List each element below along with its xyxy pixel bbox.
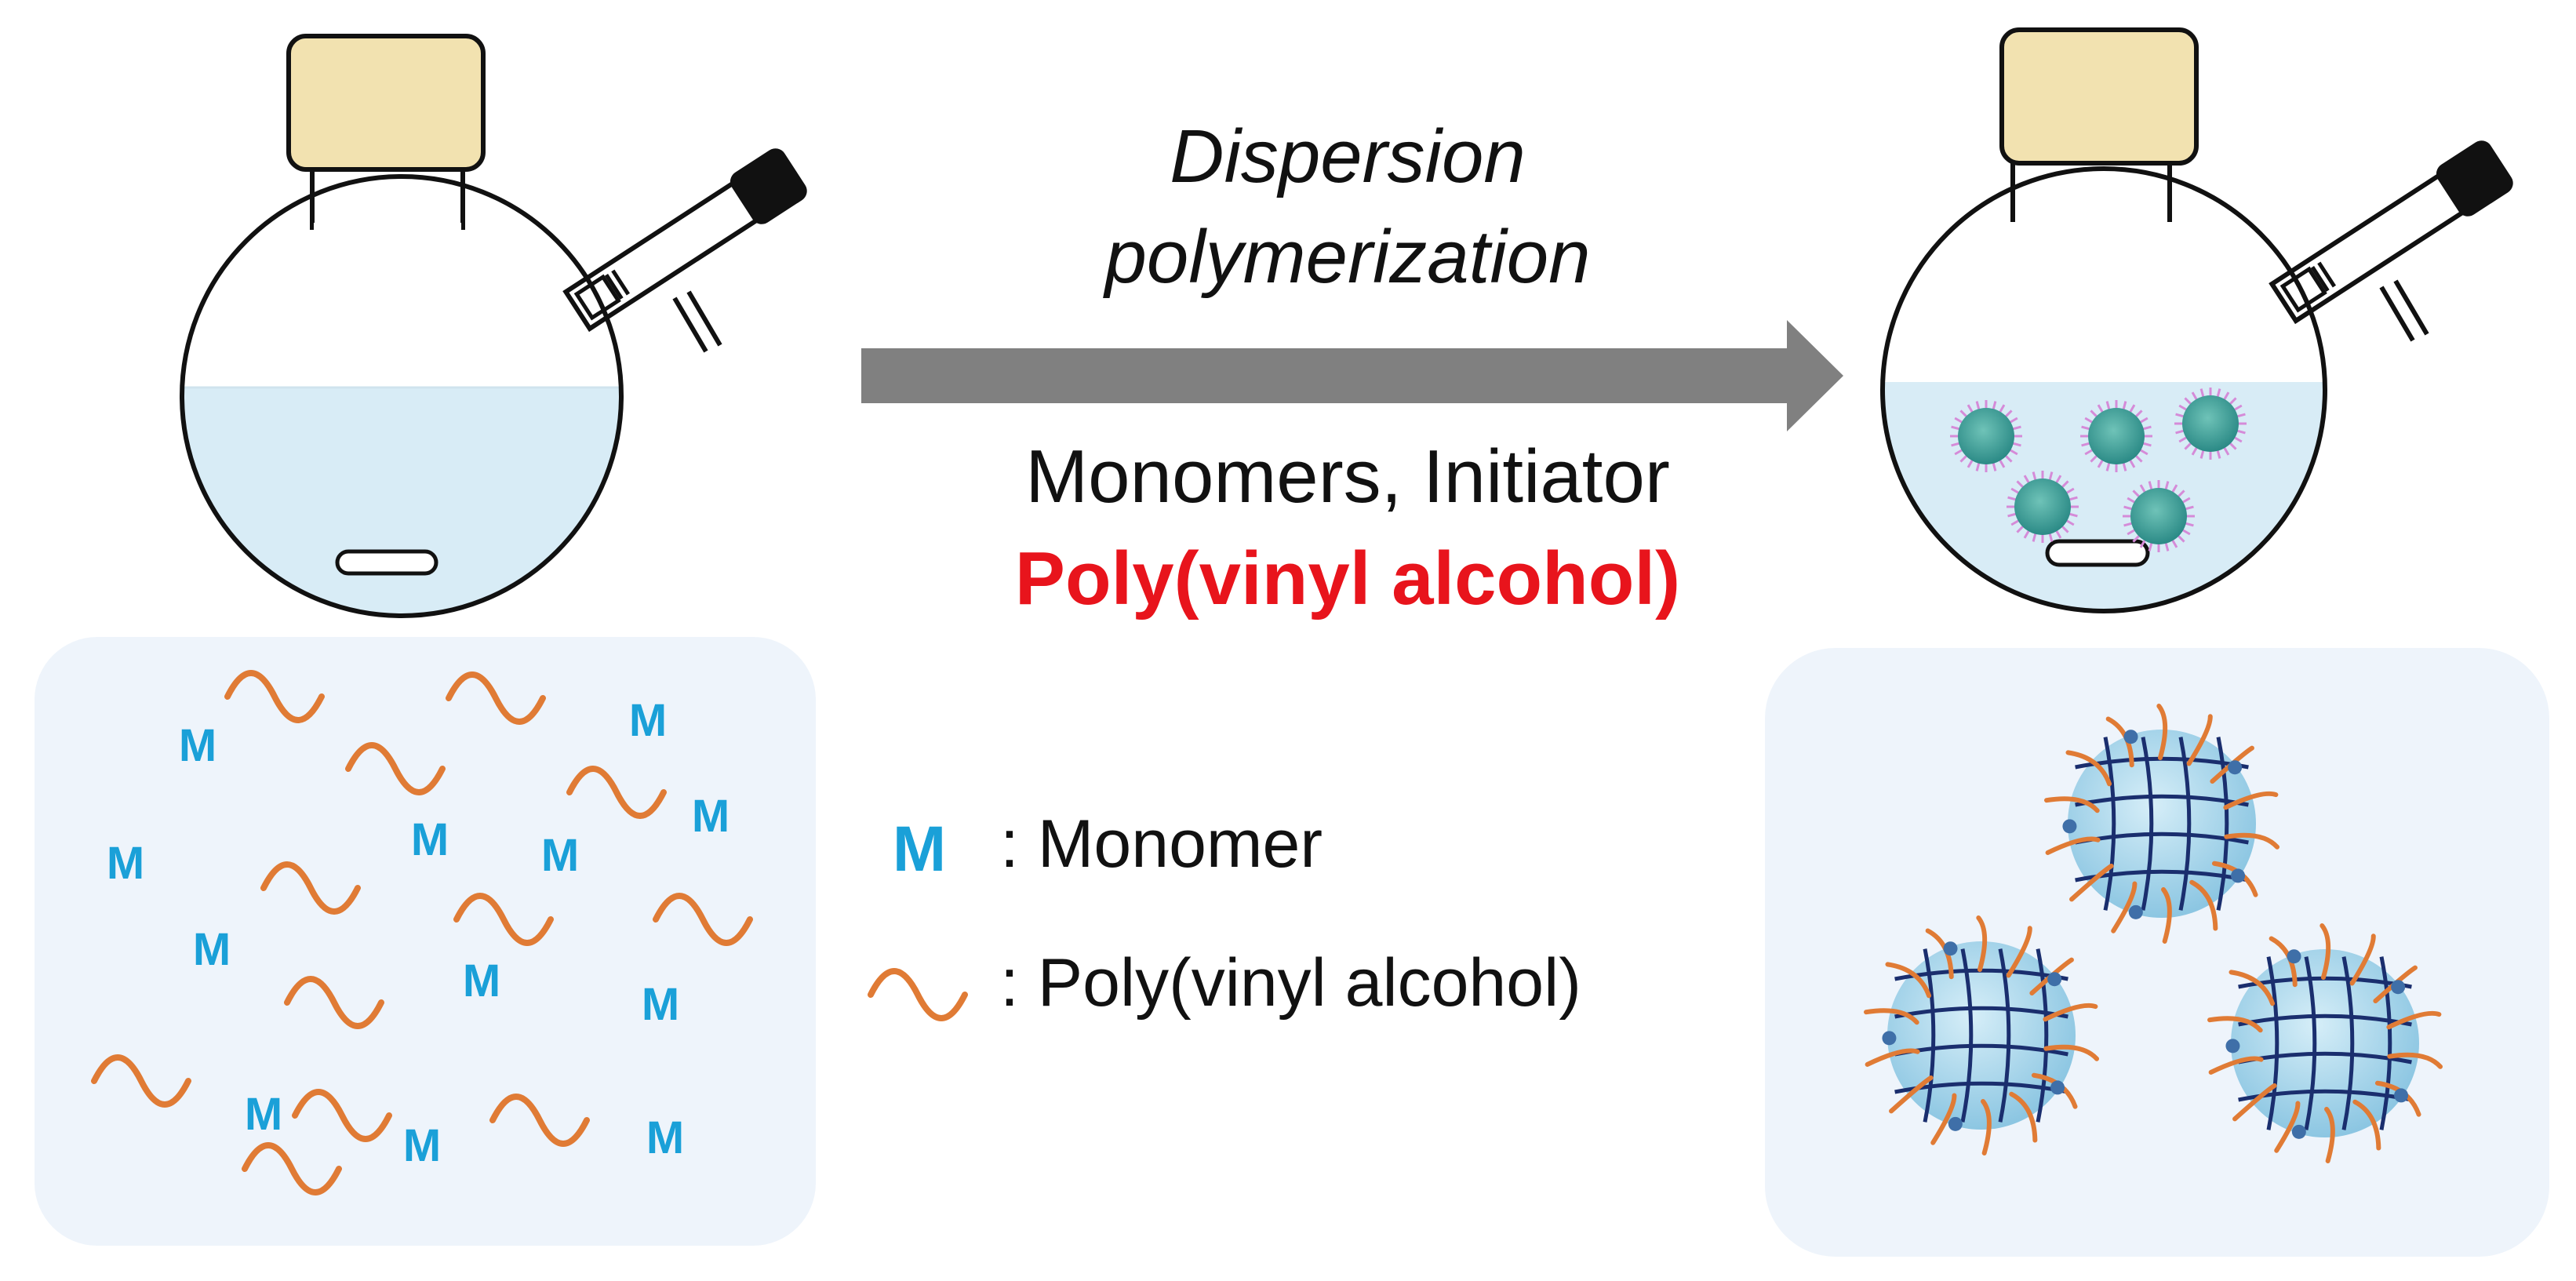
reaction-arrow-icon — [861, 320, 1843, 431]
reagents-label: Monomers, Initiator — [1025, 435, 1670, 519]
pva-chain — [242, 1142, 342, 1195]
polymer-particle-icon — [2123, 480, 2195, 552]
left-sidearm — [562, 148, 807, 333]
stopper-icon — [1999, 27, 2199, 166]
polymer-particle-icon — [1863, 915, 2100, 1155]
arrow-label-line1: Dispersion — [1170, 115, 1526, 198]
arrow-label-line2: polymerization — [1103, 215, 1591, 299]
right-flask — [1880, 27, 2513, 613]
pva-chain — [224, 670, 325, 723]
monomer-symbol: M — [403, 1120, 441, 1171]
stopper-icon — [286, 34, 486, 172]
pva-chain — [566, 766, 667, 819]
monomer-symbol: M — [642, 979, 679, 1030]
monomer-symbol: M — [646, 1112, 684, 1163]
pva-chain — [446, 671, 546, 725]
monomer-symbol: M — [629, 695, 667, 746]
stabilizer-label: Poly(vinyl alcohol) — [1015, 537, 1680, 620]
stir-bar-icon — [2045, 539, 2150, 567]
pva-chain — [260, 861, 361, 915]
left-panel — [35, 637, 816, 1246]
flask-particles — [1950, 388, 2247, 552]
monomer-symbol: M — [179, 720, 216, 771]
pva-chain — [345, 742, 446, 795]
monomer-symbol: M — [463, 955, 500, 1006]
legend-monomer-label: : Monomer — [1000, 806, 1323, 882]
polymer-particle-icon — [2207, 923, 2443, 1163]
monomer-symbol: M — [245, 1089, 282, 1140]
round-bottom-flask-icon — [180, 174, 624, 618]
right-panel-contents — [1863, 704, 2443, 1163]
monomer-symbol: M — [193, 924, 231, 975]
legend-pva-label: : Poly(vinyl alcohol) — [1000, 945, 1581, 1021]
pva-chain — [284, 976, 384, 1029]
pva-chain — [453, 893, 554, 946]
septum-cap-icon — [2436, 140, 2513, 217]
pva-chain — [489, 1094, 590, 1147]
left-flask — [180, 34, 807, 618]
septum-cap-icon — [730, 148, 807, 224]
round-bottom-flask-icon — [1880, 166, 2327, 613]
polymer-particle-icon — [2174, 388, 2247, 460]
stir-bar-icon — [335, 549, 438, 576]
polymer-particle-icon — [2080, 400, 2152, 472]
legend-monomer-symbol: M — [893, 813, 946, 885]
monomer-symbol: M — [692, 791, 730, 842]
right-sidearm — [2269, 140, 2513, 325]
monomer-symbol: M — [411, 814, 449, 865]
polymer-particle-icon — [2043, 704, 2280, 944]
pva-chain — [292, 1089, 392, 1142]
left-flask-liquid — [182, 388, 621, 616]
legend-pva-icon — [868, 968, 968, 1021]
monomer-symbol: M — [541, 830, 579, 881]
pva-chain — [653, 893, 753, 946]
pva-chain — [91, 1054, 191, 1108]
polymer-particle-icon — [1950, 400, 2022, 472]
polymer-particle-icon — [2007, 471, 2079, 543]
monomer-symbol: M — [107, 838, 144, 889]
legend: M : Monomer : Poly(vinyl alcohol) — [868, 806, 1581, 1021]
